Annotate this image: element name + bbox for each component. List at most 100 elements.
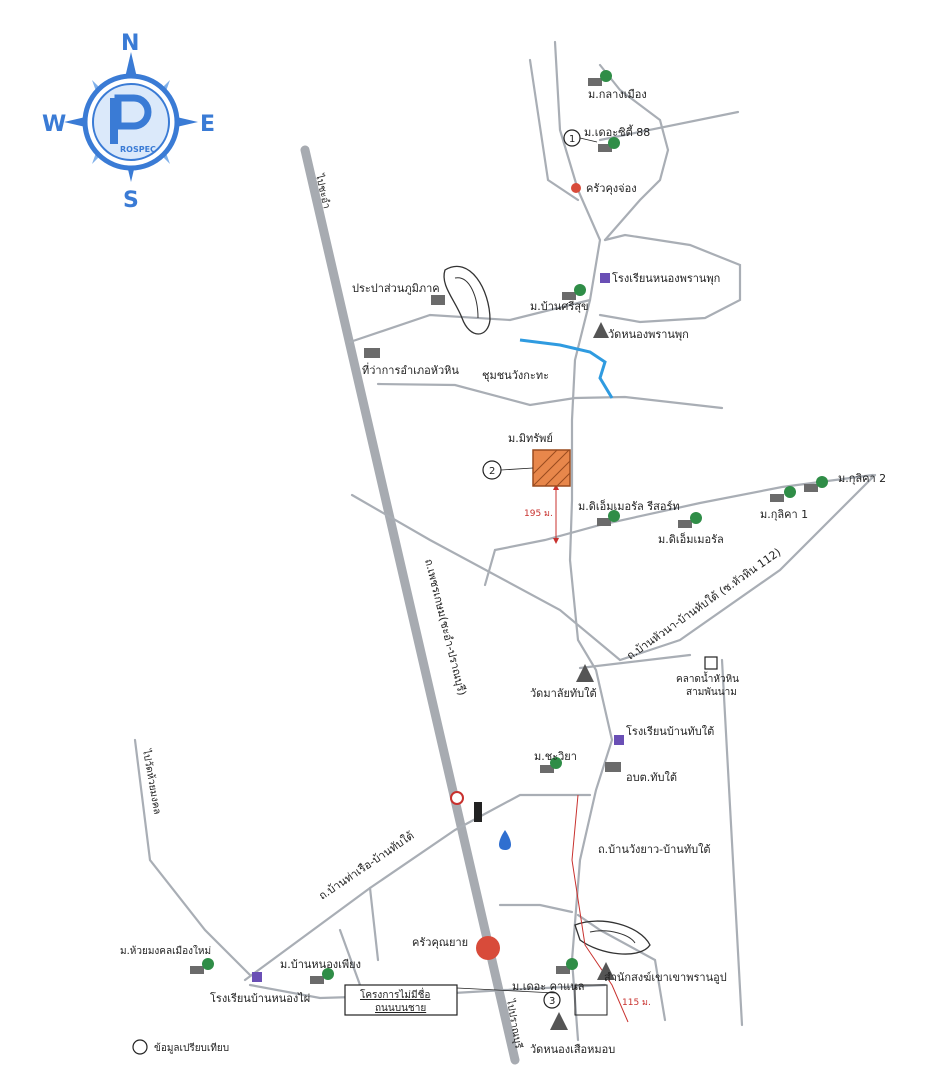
label-school-nong-phran-phuk: โรงเรียนหนองพรานพุก — [612, 271, 720, 285]
svg-text:1: 1 — [569, 134, 575, 145]
road-market — [578, 653, 692, 670]
legend-circle — [132, 1039, 148, 1055]
compass-s: S — [123, 188, 139, 213]
label-wat-malai: วัดมาลัยทับใต้ — [530, 687, 597, 700]
village-icon-klang-muang — [588, 70, 612, 86]
logo-p-bowl — [114, 94, 152, 130]
road-east-vertical — [720, 658, 744, 1027]
label-cm-village: ม.ดิเอ็มเมอรัล — [658, 532, 724, 546]
school-icon-ban-thap-tai — [614, 735, 624, 745]
stream — [519, 338, 614, 399]
government-icon-amphoe — [364, 348, 380, 358]
label-market-1: คลาดน้ำหัวหิน — [676, 671, 739, 685]
compass-n: N — [121, 31, 139, 56]
road-top-east — [598, 110, 740, 142]
label-chawiya: ม.ชะวิยา — [534, 750, 577, 763]
label-krua-kung-jong: ครัวคุงจ่อง — [586, 182, 637, 195]
road-amphoe — [376, 382, 724, 410]
label-market-2: สามพันนาม — [686, 687, 737, 698]
village-icon-chawiya — [540, 757, 562, 773]
label-kulika-2: ม.กุลิคา 2 — [838, 472, 886, 485]
plot-3-outline — [574, 984, 608, 1016]
distance-115: 115 ม. — [571, 794, 651, 1023]
village-icon-nong-phiang — [310, 968, 334, 984]
pond-south — [574, 920, 651, 955]
label-ban-sri-suk: ม.บ้านศรีสุข — [530, 300, 589, 313]
road-top-left-fork — [528, 58, 580, 202]
label-project-2: ถนนบนชาย — [375, 1003, 426, 1014]
marker-3: 3 — [543, 991, 561, 1009]
project-label-box — [344, 984, 458, 1016]
distance-195: 195 ม. — [524, 484, 559, 544]
label-the-canal: ม.เดอะ คาแนล — [512, 980, 585, 993]
label-samnak-song: สำนักสงฆ์เขาเขาพรานอูป — [604, 971, 727, 984]
label-school-ban-thap-tai: โรงเรียนบ้านทับใต้ — [626, 724, 714, 738]
label-ban-nong-phiang: ม.บ้านหนองเพียง — [280, 958, 361, 971]
label-school-ban-nong-phai: โรงเรียนบ้านหนองไผ่ — [210, 991, 310, 1005]
restaurant-icon-khun-yai — [476, 936, 500, 960]
compass-e: E — [200, 112, 215, 137]
reservoir — [443, 265, 491, 335]
road-far-left — [133, 738, 252, 977]
temple-icon-nong-suea — [550, 1012, 568, 1030]
marker-2: 2 — [482, 460, 502, 480]
label-legend: ข้อมูลเปรียบเทียบ — [154, 1042, 229, 1054]
label-road-112: ถ.บ้านหัวนา-บ้านหับใต้ (ซ.หัวหิน 112) — [624, 546, 783, 663]
map-labels: ไปชะอำ ไปวัดห้วยมงคล ไปปราณบุรี ถ.เพชรเก… — [120, 88, 886, 1056]
marker-1: 1 — [563, 129, 581, 147]
logo-text: ROSPEC — [120, 145, 156, 154]
label-road-wang-yao: ถ.บ้านวังยาว-บ้านทับใต้ — [598, 843, 711, 856]
subject-plot-hatch — [532, 449, 571, 487]
traffic-light-icon — [474, 802, 482, 822]
village-icon-huai-mongkhon — [190, 958, 214, 974]
road-tha-ruea — [243, 793, 592, 982]
restaurant-icon-kung-jong — [571, 183, 581, 193]
village-icon-the-canal — [556, 958, 578, 974]
label-mitsap: ม.มิทรัพย์ — [508, 432, 553, 445]
village-icon-cm-resort — [597, 510, 620, 526]
compass-w: W — [42, 112, 66, 137]
waterworks-icon — [431, 295, 445, 305]
svg-text:2: 2 — [489, 466, 495, 477]
office-icon-obt — [605, 762, 621, 772]
road-112 — [350, 473, 877, 662]
label-wat-nong-suea: วัดหนองเสือหมอบ — [530, 1043, 615, 1056]
label-amphoe-office: ที่ว่าการอำเภอหัวหิน — [362, 362, 459, 377]
label-kulika-1: ม.กุลิคา 1 — [760, 508, 808, 521]
label-wat-nong-phran-phuk: วัดหนองพรานพุก — [608, 328, 689, 341]
label-obt-thap-tai: อบต.ทับใต้ — [626, 771, 677, 784]
village-icon-city-88 — [598, 137, 620, 152]
road-sign-icon — [450, 791, 464, 805]
label-chumchon: ชุมชนวังกะทะ — [482, 369, 549, 382]
label-project-1: โครงการไม่มีชื่อ — [360, 987, 430, 1001]
label-prapa: ประปาส่วนภูมิภาค — [352, 282, 440, 295]
highway-phetkasem — [300, 145, 520, 1065]
temple-icon-nong-phran-phuk — [593, 322, 609, 338]
village-icon-sri-suk — [562, 284, 586, 300]
road-bottom-branch — [338, 886, 380, 987]
label-cm-resort: ม.ดิเอ็มเมอรัล รีสอร์ท — [578, 499, 680, 513]
temple-icon-samnak-song — [597, 962, 615, 980]
village-icon-kulika-2 — [804, 476, 828, 492]
road-school-loop — [598, 233, 742, 324]
temple-icon-malai — [576, 664, 594, 682]
road-south-east-loop — [498, 903, 667, 1022]
school-icon-nong-phran-phuk — [600, 273, 610, 283]
distance-195-label: 195 ม. — [524, 509, 553, 519]
label-krua-khun-yai: ครัวคุณยาย — [412, 936, 468, 949]
village-icon-cm — [678, 512, 702, 528]
logo-p-stem — [110, 98, 118, 144]
gas-station-icon — [499, 830, 511, 850]
label-huai-mongkhon-new: ม.ห้วยมงคลเมืองใหม่ — [120, 945, 211, 957]
distance-115-label: 115 ม. — [622, 998, 651, 1008]
village-icon-kulika-1 — [770, 486, 796, 502]
label-klang-muang: ม.กลางเมือง — [588, 88, 647, 101]
market-icon — [704, 656, 718, 670]
compass-rose: ROSPEC N S E W — [42, 31, 215, 213]
road-central-north — [553, 40, 614, 1042]
school-icon-ban-nong-phai — [252, 972, 262, 982]
label-city-88: ม.เดอะซิตี้ 88 — [584, 124, 650, 139]
svg-text:3: 3 — [549, 996, 555, 1007]
road-prapa — [348, 298, 592, 344]
